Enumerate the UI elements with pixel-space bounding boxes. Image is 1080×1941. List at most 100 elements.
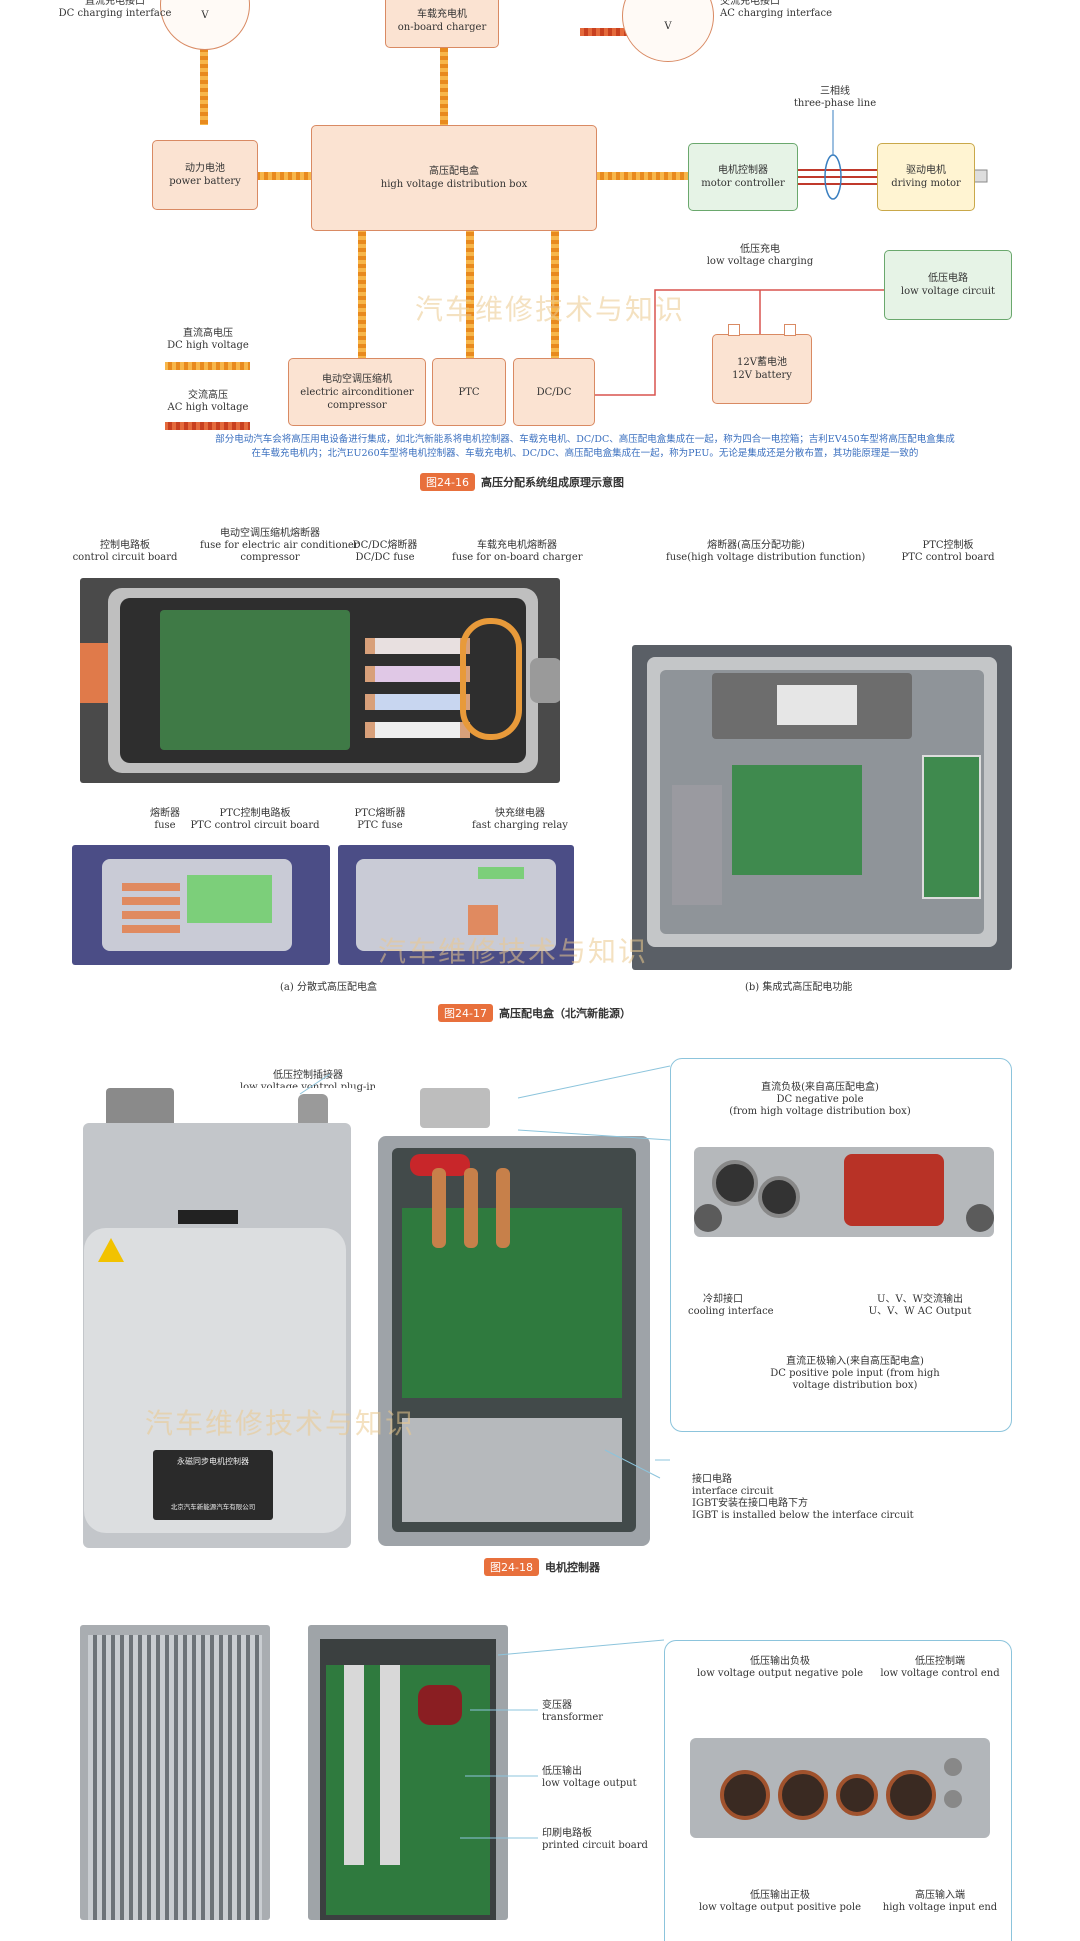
- dcdc-box: DC/DC: [513, 358, 595, 426]
- legend-ac-line: [165, 422, 250, 430]
- callout-line: [517, 1129, 671, 1141]
- legend-ac-label: 交流高压 AC high voltage: [167, 390, 249, 413]
- distributed-hv-box-photo: [80, 578, 560, 783]
- cad-render-right: [338, 845, 574, 965]
- control-pcb: [160, 610, 350, 750]
- cad-render-left: [72, 845, 330, 965]
- port: [944, 1790, 962, 1808]
- lv-charging-label: 低压充电 low voltage charging: [706, 244, 814, 267]
- compressor-box: 电动空调压缩机 electric airconditioner compress…: [288, 358, 426, 426]
- dc-line: [200, 45, 208, 125]
- lv-plug-label: 低压控制插接器 low voltage vontrol plug-in: [240, 1070, 377, 1093]
- lv-neg-label: 低压输出负极 low voltage output negative pole: [696, 1656, 864, 1679]
- voltmeter-symbol: V: [201, 9, 209, 21]
- uvw-connector: [844, 1154, 944, 1226]
- nameplate: 永磁同步电机控制器 北京汽车新能源汽车有限公司: [153, 1450, 273, 1520]
- dc-line: [358, 228, 366, 360]
- watermark: 汽车维修技术与知识: [415, 293, 686, 326]
- copper-busbar: [464, 1168, 478, 1248]
- fuse-label-sticker: [777, 685, 857, 725]
- watermark: 汽车维修技术与知识: [378, 935, 649, 968]
- subcaption-b: (b) 集成式高压配电功能: [745, 982, 853, 993]
- figure-number: 图24-16: [420, 473, 475, 491]
- charger-fuse-label: 车载充电机熔断器 fuse for on-board charger: [452, 540, 583, 563]
- watermark: 汽车维修技术与知识: [145, 1407, 416, 1440]
- legend-dc-line: [165, 362, 250, 370]
- relay-label: 快充继电器 fast charging relay: [472, 808, 568, 831]
- figure-title: 电机控制器: [544, 1561, 600, 1574]
- lv-neg-connector: [778, 1770, 828, 1820]
- transformer: [418, 1685, 462, 1725]
- figure-caption: 图24-18 电机控制器: [484, 1558, 600, 1576]
- dcdc-open-photo: [308, 1625, 508, 1920]
- cad-fuse: [122, 911, 180, 919]
- cooling-pipe: [966, 1204, 994, 1232]
- ctrl-board-label: 控制电路板 control circuit board: [72, 540, 178, 563]
- ptc-board-right-label: PTC控制板 PTC control board: [901, 540, 995, 563]
- callout-line: [604, 1449, 661, 1479]
- 12v-battery-box: 12V蓄电池 12V battery: [712, 334, 812, 404]
- cad-fuse: [122, 925, 180, 933]
- fuse-label: 熔断器 fuse: [150, 808, 180, 831]
- connector-block: [420, 1088, 490, 1128]
- dc-positive-label: 直流正极输入(来自高压配电盒) DC positive pole input (…: [770, 1356, 940, 1391]
- lv-output-label: 低压输出 low voltage output: [542, 1766, 637, 1789]
- cad-fuse: [122, 897, 180, 905]
- cad-pcb-green: [187, 875, 272, 923]
- ptc-box: PTC: [432, 358, 506, 426]
- busbar: [380, 1665, 400, 1865]
- copper-busbar: [496, 1168, 510, 1248]
- black-strip: [178, 1210, 238, 1224]
- cad-relay: [468, 905, 498, 935]
- hv-fuse-label: 熔断器(高压分配功能) fuse(high voltage distributi…: [666, 540, 866, 563]
- cooling-interface-label: 冷却接口 cooling interface: [688, 1294, 774, 1317]
- callout-line: [299, 1073, 331, 1095]
- integration-note: 部分电动汽车会将高压用电设备进行集成，如北汽新能系将电机控制器、车载充电机、DC…: [215, 434, 955, 459]
- cad-relay: [478, 867, 524, 879]
- cad-fuse: [122, 883, 180, 891]
- hv-distribution-box: 高压配电盒 high voltage distribution box: [311, 125, 597, 231]
- legend-dc-label: 直流高电压 DC high voltage: [167, 328, 249, 351]
- fig16-wiring: [165, 28, 988, 430]
- power-battery-box: 动力电池 power battery: [152, 140, 258, 210]
- hv-in-label: 高压输入端 high voltage input end: [882, 1890, 998, 1913]
- lv-pos-connector: [720, 1770, 770, 1820]
- connector-block: [106, 1088, 174, 1128]
- nameplate-maker: 北京汽车新能源汽车有限公司: [170, 1503, 256, 1511]
- lv-ctrl-label: 低压控制端 low voltage control end: [880, 1656, 1000, 1679]
- connector-round: [298, 1094, 328, 1128]
- nameplate-title: 永磁同步电机控制器: [177, 1457, 249, 1466]
- dcdc-fuse-label: DC/DC熔断器 DC/DC fuse: [352, 540, 418, 563]
- controller-side-photo: [694, 1142, 994, 1262]
- motor-controller-box: 电机控制器 motor controller: [688, 143, 798, 211]
- controller-open-photo: [372, 1088, 657, 1550]
- lv-line: [593, 289, 890, 396]
- fuse-white: [365, 722, 470, 738]
- ptc-fuse-label: PTC熔断器 PTC fuse: [354, 808, 406, 831]
- dc-line: [440, 45, 448, 125]
- transformer-label: 变压器 transformer: [542, 1700, 604, 1723]
- cooling-pipe: [694, 1204, 722, 1232]
- uvw-output-label: U、V、W交流输出 U、V、W AC Output: [868, 1294, 972, 1317]
- ac-line: [580, 28, 650, 36]
- interface-circuit-label: 接口电路 interface circuit IGBT安装在接口电路下方 IGB…: [692, 1474, 914, 1521]
- figure-title: 高压配电盒（北汽新能源）: [498, 1007, 631, 1020]
- figure-caption: 图24-16 高压分配系统组成原理示意图: [420, 473, 624, 491]
- dc-line: [551, 228, 559, 360]
- subcaption-a: (a) 分散式高压配电盒: [280, 982, 377, 993]
- lv-ctrl-connector: [836, 1774, 878, 1816]
- busbar: [344, 1665, 364, 1865]
- callout-line: [497, 1639, 665, 1656]
- dc-line: [466, 228, 474, 360]
- dc-line: [597, 172, 689, 180]
- ac-interface-label: 交流充电接口 AC charging interface: [720, 0, 832, 19]
- dc-pos-connector: [758, 1176, 800, 1218]
- hv-in-connector: [886, 1770, 936, 1820]
- dc-negative-label: 直流负极(来自高压配电盒) DC negative pole (from hig…: [729, 1082, 911, 1117]
- main-pcb: [732, 765, 862, 875]
- connector-orange: [80, 643, 110, 703]
- red-terminal: [410, 1154, 470, 1176]
- figure-title: 高压分配系统组成原理示意图: [480, 476, 624, 489]
